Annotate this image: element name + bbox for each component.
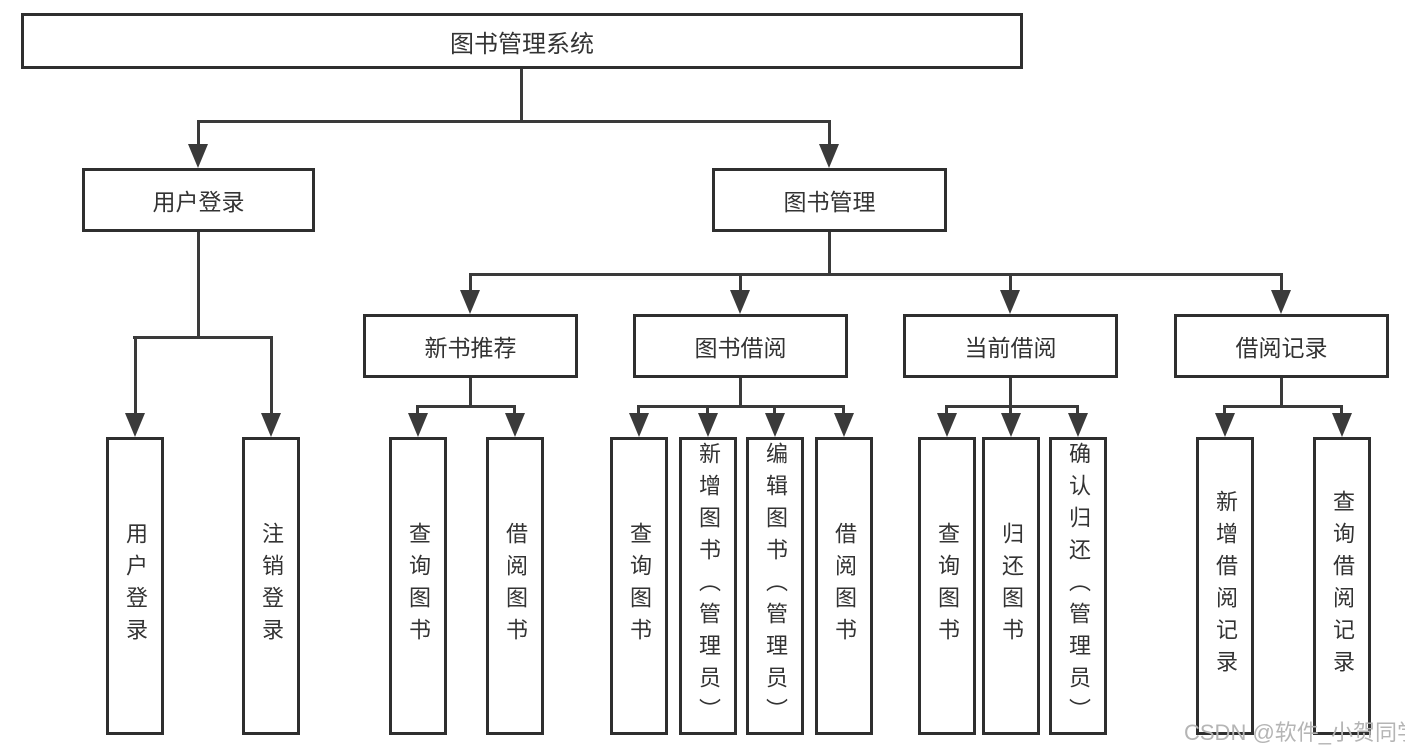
arrowhead-down-icon	[460, 290, 480, 314]
watermark-text: CSDN @软件_小贺同学	[1184, 720, 1405, 745]
arrowhead-down-icon	[765, 413, 785, 437]
leaf-newbook-query-books-label: 查询图书	[406, 522, 431, 650]
leaf-records-query-record: 查询借阅记录	[1313, 437, 1371, 735]
leaf-logout: 注销登录	[242, 437, 300, 735]
node-root: 图书管理系统	[21, 13, 1023, 69]
leaf-borrowmgmt-add-books-admin: 新增图书（管理员）	[679, 437, 737, 735]
node-borrow-records: 借阅记录	[1174, 314, 1389, 378]
connector-line	[739, 273, 742, 293]
connector-line	[133, 336, 273, 339]
connector-line	[469, 378, 472, 408]
leaf-borrowmgmt-query-books-label: 查询图书	[627, 522, 652, 650]
connector-line	[739, 378, 742, 408]
node-new-book-recommend-label: 新书推荐	[424, 335, 517, 361]
connector-line	[1009, 405, 1012, 417]
connector-line	[197, 232, 200, 338]
connector-line	[1009, 378, 1012, 408]
leaf-current-query-books: 查询图书	[918, 437, 976, 735]
leaf-borrowmgmt-borrow-books: 借阅图书	[815, 437, 873, 735]
connector-line	[945, 405, 948, 417]
arrowhead-down-icon	[730, 290, 750, 314]
leaf-current-return-books-label: 归还图书	[999, 522, 1024, 650]
connector-line	[1280, 273, 1283, 293]
connector-line	[1223, 405, 1226, 417]
arrowhead-down-icon	[1215, 413, 1235, 437]
leaf-user-login-label: 用户登录	[123, 522, 148, 650]
connector-line	[469, 273, 1282, 276]
connector-line	[1009, 273, 1012, 293]
arrowhead-down-icon	[125, 413, 145, 437]
connector-line	[416, 405, 419, 417]
leaf-current-confirm-return-admin: 确认归还（管理员）	[1049, 437, 1107, 735]
node-user-login: 用户登录	[82, 168, 315, 232]
arrowhead-down-icon	[1068, 413, 1088, 437]
node-book-management: 图书管理	[712, 168, 947, 232]
connector-line	[134, 336, 137, 416]
node-current-borrow-label: 当前借阅	[964, 335, 1057, 361]
connector-line	[520, 69, 523, 122]
node-user-login-label: 用户登录	[152, 189, 245, 215]
connector-line	[706, 405, 709, 417]
leaf-borrowmgmt-add-books-admin-label: 新增图书（管理员）	[696, 442, 721, 730]
connector-line	[513, 405, 516, 417]
leaf-logout-label: 注销登录	[259, 522, 284, 650]
arrowhead-down-icon	[1271, 290, 1291, 314]
node-new-book-recommend: 新书推荐	[363, 314, 578, 378]
node-book-management-label: 图书管理	[783, 189, 876, 215]
leaf-current-query-books-label: 查询图书	[935, 522, 960, 650]
leaf-records-add-record-label: 新增借阅记录	[1213, 490, 1238, 682]
leaf-borrowmgmt-query-books: 查询图书	[610, 437, 668, 735]
connector-line	[197, 120, 831, 123]
connector-line	[1340, 405, 1343, 417]
leaf-borrowmgmt-borrow-books-label: 借阅图书	[832, 522, 857, 650]
leaf-newbook-borrow-books-label: 借阅图书	[503, 522, 528, 650]
leaf-records-query-record-label: 查询借阅记录	[1330, 490, 1355, 682]
node-borrow-records-label: 借阅记录	[1235, 335, 1328, 361]
connector-line	[945, 405, 1079, 408]
arrowhead-down-icon	[629, 413, 649, 437]
arrowhead-down-icon	[505, 413, 525, 437]
leaf-borrowmgmt-edit-books-admin-label: 编辑图书（管理员）	[763, 442, 788, 730]
connector-line	[1076, 405, 1079, 417]
connector-line	[842, 405, 845, 417]
arrowhead-down-icon	[937, 413, 957, 437]
node-book-borrow: 图书借阅	[633, 314, 848, 378]
connector-line	[1223, 405, 1343, 408]
arrowhead-down-icon	[261, 413, 281, 437]
leaf-records-add-record: 新增借阅记录	[1196, 437, 1254, 735]
leaf-borrowmgmt-edit-books-admin: 编辑图书（管理员）	[746, 437, 804, 735]
leaf-current-return-books: 归还图书	[982, 437, 1040, 735]
arrowhead-down-icon	[834, 413, 854, 437]
arrowhead-down-icon	[408, 413, 428, 437]
arrowhead-down-icon	[1001, 413, 1021, 437]
connector-line	[270, 336, 273, 416]
connector-line	[1280, 378, 1283, 408]
leaf-user-login: 用户登录	[106, 437, 164, 735]
connector-line	[773, 405, 776, 417]
arrowhead-down-icon	[188, 144, 208, 168]
node-book-borrow-label: 图书借阅	[694, 335, 787, 361]
connector-line	[637, 405, 845, 408]
connector-line	[416, 405, 516, 408]
arrowhead-down-icon	[698, 413, 718, 437]
node-current-borrow: 当前借阅	[903, 314, 1118, 378]
connector-line	[469, 273, 472, 293]
arrowhead-down-icon	[1332, 413, 1352, 437]
leaf-current-confirm-return-admin-label: 确认归还（管理员）	[1066, 442, 1091, 730]
arrowhead-down-icon	[1000, 290, 1020, 314]
connector-line	[197, 120, 200, 148]
connector-line	[828, 232, 831, 276]
leaf-newbook-borrow-books: 借阅图书	[486, 437, 544, 735]
connector-line	[828, 120, 831, 148]
connector-line	[637, 405, 640, 417]
leaf-newbook-query-books: 查询图书	[389, 437, 447, 735]
node-root-label: 图书管理系统	[450, 30, 594, 58]
arrowhead-down-icon	[819, 144, 839, 168]
